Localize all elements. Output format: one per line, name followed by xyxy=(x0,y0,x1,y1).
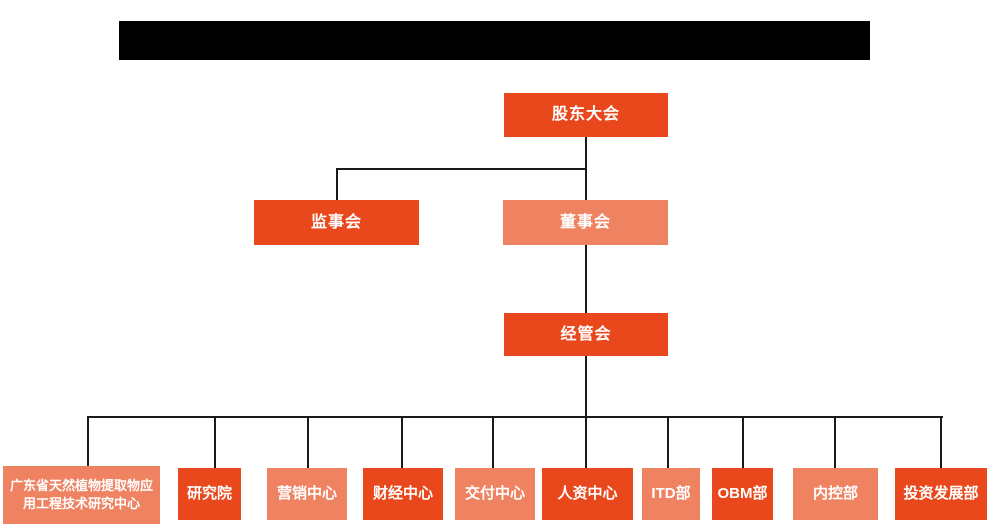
node-dept-delivery-center: 交付中心 xyxy=(455,468,535,520)
connector-line xyxy=(87,416,89,468)
node-label: 监事会 xyxy=(310,213,362,231)
connector-line xyxy=(401,416,403,468)
connector-line xyxy=(492,416,494,468)
node-label: 交付中心 xyxy=(464,484,525,502)
node-dept-obm: OBM部 xyxy=(712,468,773,520)
node-label: ITD部 xyxy=(651,484,691,502)
node-label: 人资中心 xyxy=(557,484,618,502)
connector-line xyxy=(585,416,587,468)
node-label: 广东省天然植物提取物应用工程技术研究中心 xyxy=(9,478,153,511)
connector-line xyxy=(214,416,216,468)
node-dept-hr-center: 人资中心 xyxy=(542,468,633,520)
node-label: 内控部 xyxy=(812,484,858,502)
connector-line xyxy=(585,245,587,313)
connector-line xyxy=(834,416,836,468)
node-dept-research-institute: 研究院 xyxy=(178,468,241,520)
node-dept-investment-development: 投资发展部 xyxy=(895,468,987,520)
node-management-committee: 经管会 xyxy=(504,313,668,356)
node-board-of-directors: 董事会 xyxy=(503,200,668,245)
node-dept-research-center: 广东省天然植物提取物应用工程技术研究中心 xyxy=(3,466,160,524)
node-shareholders-meeting: 股东大会 xyxy=(504,93,668,137)
node-supervisory-board: 监事会 xyxy=(254,200,419,245)
connector-line xyxy=(585,356,587,417)
node-label: 营销中心 xyxy=(276,484,337,502)
node-label: 研究院 xyxy=(186,484,232,502)
node-dept-itd: ITD部 xyxy=(642,468,700,520)
node-dept-internal-control: 内控部 xyxy=(793,468,878,520)
node-label: 经管会 xyxy=(560,325,612,343)
connector-line xyxy=(307,416,309,468)
connector-line xyxy=(940,416,942,468)
connector-line xyxy=(336,168,587,170)
node-dept-finance-center: 财经中心 xyxy=(363,468,443,520)
node-label: 股东大会 xyxy=(551,106,620,124)
connector-line xyxy=(87,416,943,418)
node-label: 财经中心 xyxy=(372,484,433,502)
connector-line xyxy=(336,168,338,200)
node-dept-marketing-center: 营销中心 xyxy=(267,468,347,520)
node-label: 董事会 xyxy=(559,213,611,231)
connector-line xyxy=(742,416,744,468)
redacted-title-bar xyxy=(119,21,870,60)
node-label: OBM部 xyxy=(717,484,768,502)
connector-line xyxy=(667,416,669,468)
node-label: 投资发展部 xyxy=(903,484,979,502)
